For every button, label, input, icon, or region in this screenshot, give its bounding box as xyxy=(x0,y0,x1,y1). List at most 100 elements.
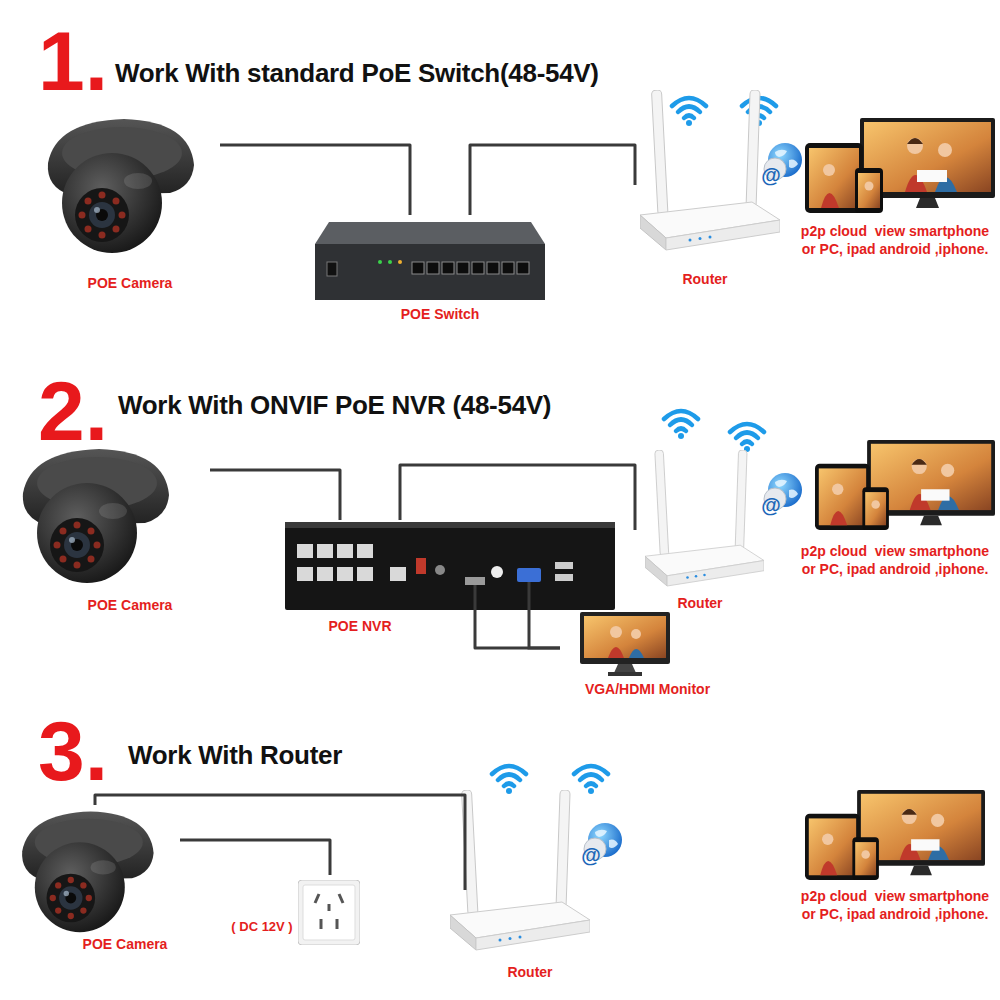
router-node: Router xyxy=(625,530,775,615)
camera-node: POE Camera xyxy=(10,805,180,955)
at-symbol: @ xyxy=(760,493,782,517)
cable-connector xyxy=(180,840,330,875)
router-node: Router xyxy=(625,185,785,290)
switch-node: POE Switch xyxy=(310,215,550,325)
poe-port xyxy=(297,567,313,581)
cable-line xyxy=(210,470,340,520)
wifi-icon xyxy=(730,424,764,452)
node-label: Router xyxy=(650,594,750,612)
cable-connector xyxy=(95,795,465,890)
node-label: Router xyxy=(480,963,580,981)
viewing-devices xyxy=(805,790,985,880)
power-switch xyxy=(327,262,337,276)
cable-line xyxy=(475,635,560,648)
poe-port xyxy=(317,567,333,581)
node-label: Router xyxy=(655,270,755,288)
switch-front xyxy=(315,244,545,300)
wifi-icon xyxy=(664,411,698,439)
node-label: p2p cloud view smartphone or PC, ipad an… xyxy=(797,887,993,923)
rj45-port xyxy=(427,262,439,274)
hdmi-port xyxy=(465,577,485,585)
poe-nvr xyxy=(285,522,615,610)
cable-line xyxy=(95,795,465,890)
rj45-port xyxy=(517,262,529,274)
node-label: VGA/HDMI Monitor xyxy=(560,680,735,698)
nvr-body xyxy=(285,522,615,610)
router xyxy=(640,90,780,250)
nvr-top-edge xyxy=(285,522,615,528)
vga-wire xyxy=(529,582,560,648)
cable-connector xyxy=(220,145,410,215)
dome-camera xyxy=(22,812,154,933)
router xyxy=(645,450,764,586)
node-label: p2p cloud view smartphone or PC, ipad an… xyxy=(797,222,993,258)
rj45-port xyxy=(487,262,499,274)
node-label: ( DC 12V ) xyxy=(222,918,302,936)
devices-node: p2p cloud view smartphone or PC, ipad an… xyxy=(790,115,995,265)
dome-camera xyxy=(23,449,169,583)
section-number: 2. xyxy=(38,369,108,453)
section-heading: Work With standard PoE Switch(48-54V) xyxy=(115,60,599,86)
power-switch xyxy=(416,558,426,574)
audio-port xyxy=(491,566,503,578)
at-symbol: @ xyxy=(760,163,782,187)
wifi-icon xyxy=(672,98,706,126)
power-outlet xyxy=(298,880,360,945)
dc-jack xyxy=(435,565,445,575)
cable-connector xyxy=(210,470,340,520)
camera-node: POE Camera xyxy=(10,440,210,615)
vga-hdmi-monitor xyxy=(580,612,670,676)
section-heading: Work With Router xyxy=(128,742,342,768)
cable-line xyxy=(180,840,330,875)
cable-line xyxy=(220,145,410,215)
usb-port xyxy=(555,574,573,581)
rj45-port xyxy=(457,262,469,274)
section-number: 1. xyxy=(38,19,108,103)
node-label: POE Camera xyxy=(60,274,200,292)
node-label: p2p cloud view smartphone or PC, ipad an… xyxy=(797,542,993,578)
vga-port xyxy=(517,568,541,582)
camera-node: POE Camera xyxy=(30,110,220,295)
devices-node: p2p cloud view smartphone or PC, ipad an… xyxy=(785,440,995,585)
outlet-node: ( DC 12V ) xyxy=(220,875,365,950)
rj45-port xyxy=(472,262,484,274)
poe-port xyxy=(297,544,313,558)
at-symbol: @ xyxy=(580,843,602,867)
viewing-devices xyxy=(805,118,995,213)
cable-line xyxy=(470,145,635,215)
node-label: POE Switch xyxy=(370,305,510,323)
rj45-port xyxy=(412,262,424,274)
switch-led xyxy=(378,260,382,264)
wifi-icon xyxy=(492,766,526,794)
devices-node: p2p cloud view smartphone or PC, ipad an… xyxy=(760,790,995,940)
usb-port xyxy=(555,562,573,569)
poe-port xyxy=(337,544,353,558)
switch-led xyxy=(398,260,402,264)
router xyxy=(450,790,590,950)
rj45-port xyxy=(502,262,514,274)
poe-port xyxy=(317,544,333,558)
cable-connector xyxy=(475,635,560,648)
rj45-port xyxy=(442,262,454,274)
poe-port xyxy=(337,567,353,581)
node-label: POE NVR xyxy=(300,617,420,635)
hdmi-wire xyxy=(474,585,477,635)
switch-led xyxy=(388,260,392,264)
node-label: POE Camera xyxy=(55,935,195,953)
poe-switch xyxy=(315,222,545,300)
dome-camera xyxy=(48,119,194,253)
cable-connector xyxy=(470,145,635,215)
wifi-icon xyxy=(574,766,608,794)
monitor-node: VGA/HDMI Monitor xyxy=(560,610,735,700)
section-heading: Work With ONVIF PoE NVR (48-54V) xyxy=(118,392,551,418)
lan-port xyxy=(390,567,406,581)
viewing-devices xyxy=(815,440,995,530)
cable-line xyxy=(400,465,635,530)
poe-port xyxy=(357,567,373,581)
nvr-node: POE NVR xyxy=(285,520,615,635)
section-number: 3. xyxy=(38,709,108,793)
cable-connector xyxy=(400,465,635,530)
